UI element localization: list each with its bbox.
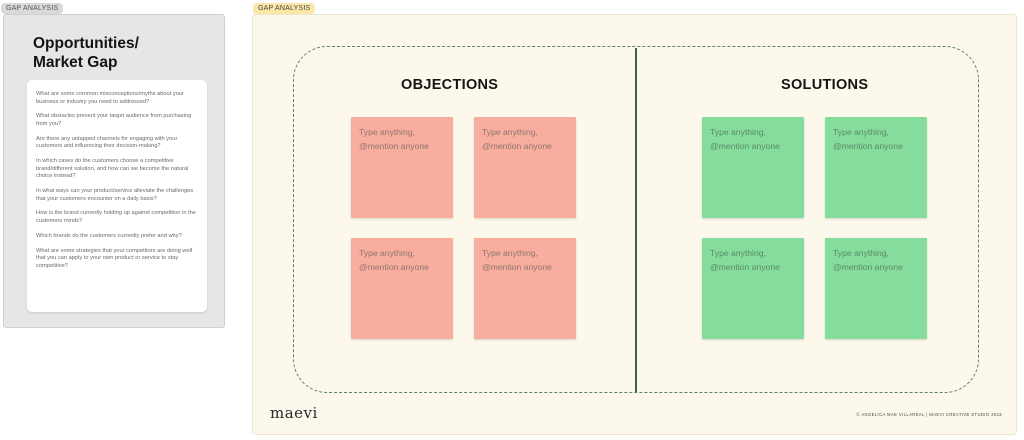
question-item: How is the brand currently holding up ag… bbox=[36, 210, 196, 225]
gap-analysis-frame[interactable]: OBJECTIONS SOLUTIONS Type anything, @men… bbox=[252, 14, 1017, 435]
copyright-text: © ANGELICA MAE VILLAREAL | MAEVI CREATIV… bbox=[856, 412, 1002, 417]
frame-label-right[interactable]: GAP ANALYSIS bbox=[253, 3, 316, 14]
objection-sticky-note[interactable]: Type anything, @mention anyone bbox=[351, 117, 453, 218]
question-item: What obstacles prevent your target audie… bbox=[36, 113, 192, 127]
question-item: What are some strategies that your compe… bbox=[36, 247, 193, 269]
brand-logo: maevi bbox=[270, 404, 318, 422]
question-item: What are some common misconceptions/myth… bbox=[36, 91, 184, 105]
sticky-placeholder: Type anything, @mention anyone bbox=[833, 127, 903, 151]
sticky-placeholder: Type anything, @mention anyone bbox=[710, 248, 780, 272]
objection-sticky-note[interactable]: Type anything, @mention anyone bbox=[474, 117, 576, 218]
sticky-placeholder: Type anything, @mention anyone bbox=[359, 127, 429, 151]
column-divider bbox=[635, 48, 637, 392]
sticky-placeholder: Type anything, @mention anyone bbox=[710, 127, 780, 151]
question-item: In what ways can your product/service al… bbox=[36, 188, 194, 202]
section-outline bbox=[293, 46, 979, 393]
frame-title: Opportunities/ Market Gap bbox=[33, 35, 139, 71]
questions-card[interactable]: What are some common misconceptions/myth… bbox=[27, 80, 207, 312]
objection-sticky-note[interactable]: Type anything, @mention anyone bbox=[474, 238, 576, 339]
sticky-placeholder: Type anything, @mention anyone bbox=[359, 248, 429, 272]
question-item: Which brands do the customers currently … bbox=[36, 232, 182, 239]
sticky-placeholder: Type anything, @mention anyone bbox=[482, 127, 552, 151]
sticky-placeholder: Type anything, @mention anyone bbox=[482, 248, 552, 272]
frame-label-left[interactable]: GAP ANALYSIS bbox=[1, 3, 64, 14]
question-item: In which cases do the customers choose a… bbox=[36, 158, 189, 180]
solutions-title: SOLUTIONS bbox=[781, 77, 869, 93]
solution-sticky-note[interactable]: Type anything, @mention anyone bbox=[825, 238, 927, 339]
opportunities-frame[interactable]: Opportunities/ Market Gap What are some … bbox=[3, 14, 225, 328]
solution-sticky-note[interactable]: Type anything, @mention anyone bbox=[702, 117, 804, 218]
solution-sticky-note[interactable]: Type anything, @mention anyone bbox=[702, 238, 804, 339]
solution-sticky-note[interactable]: Type anything, @mention anyone bbox=[825, 117, 927, 218]
sticky-placeholder: Type anything, @mention anyone bbox=[833, 248, 903, 272]
question-item: Are there any untapped channels for enga… bbox=[36, 135, 178, 150]
objection-sticky-note[interactable]: Type anything, @mention anyone bbox=[351, 238, 453, 339]
objections-title: OBJECTIONS bbox=[401, 77, 499, 93]
